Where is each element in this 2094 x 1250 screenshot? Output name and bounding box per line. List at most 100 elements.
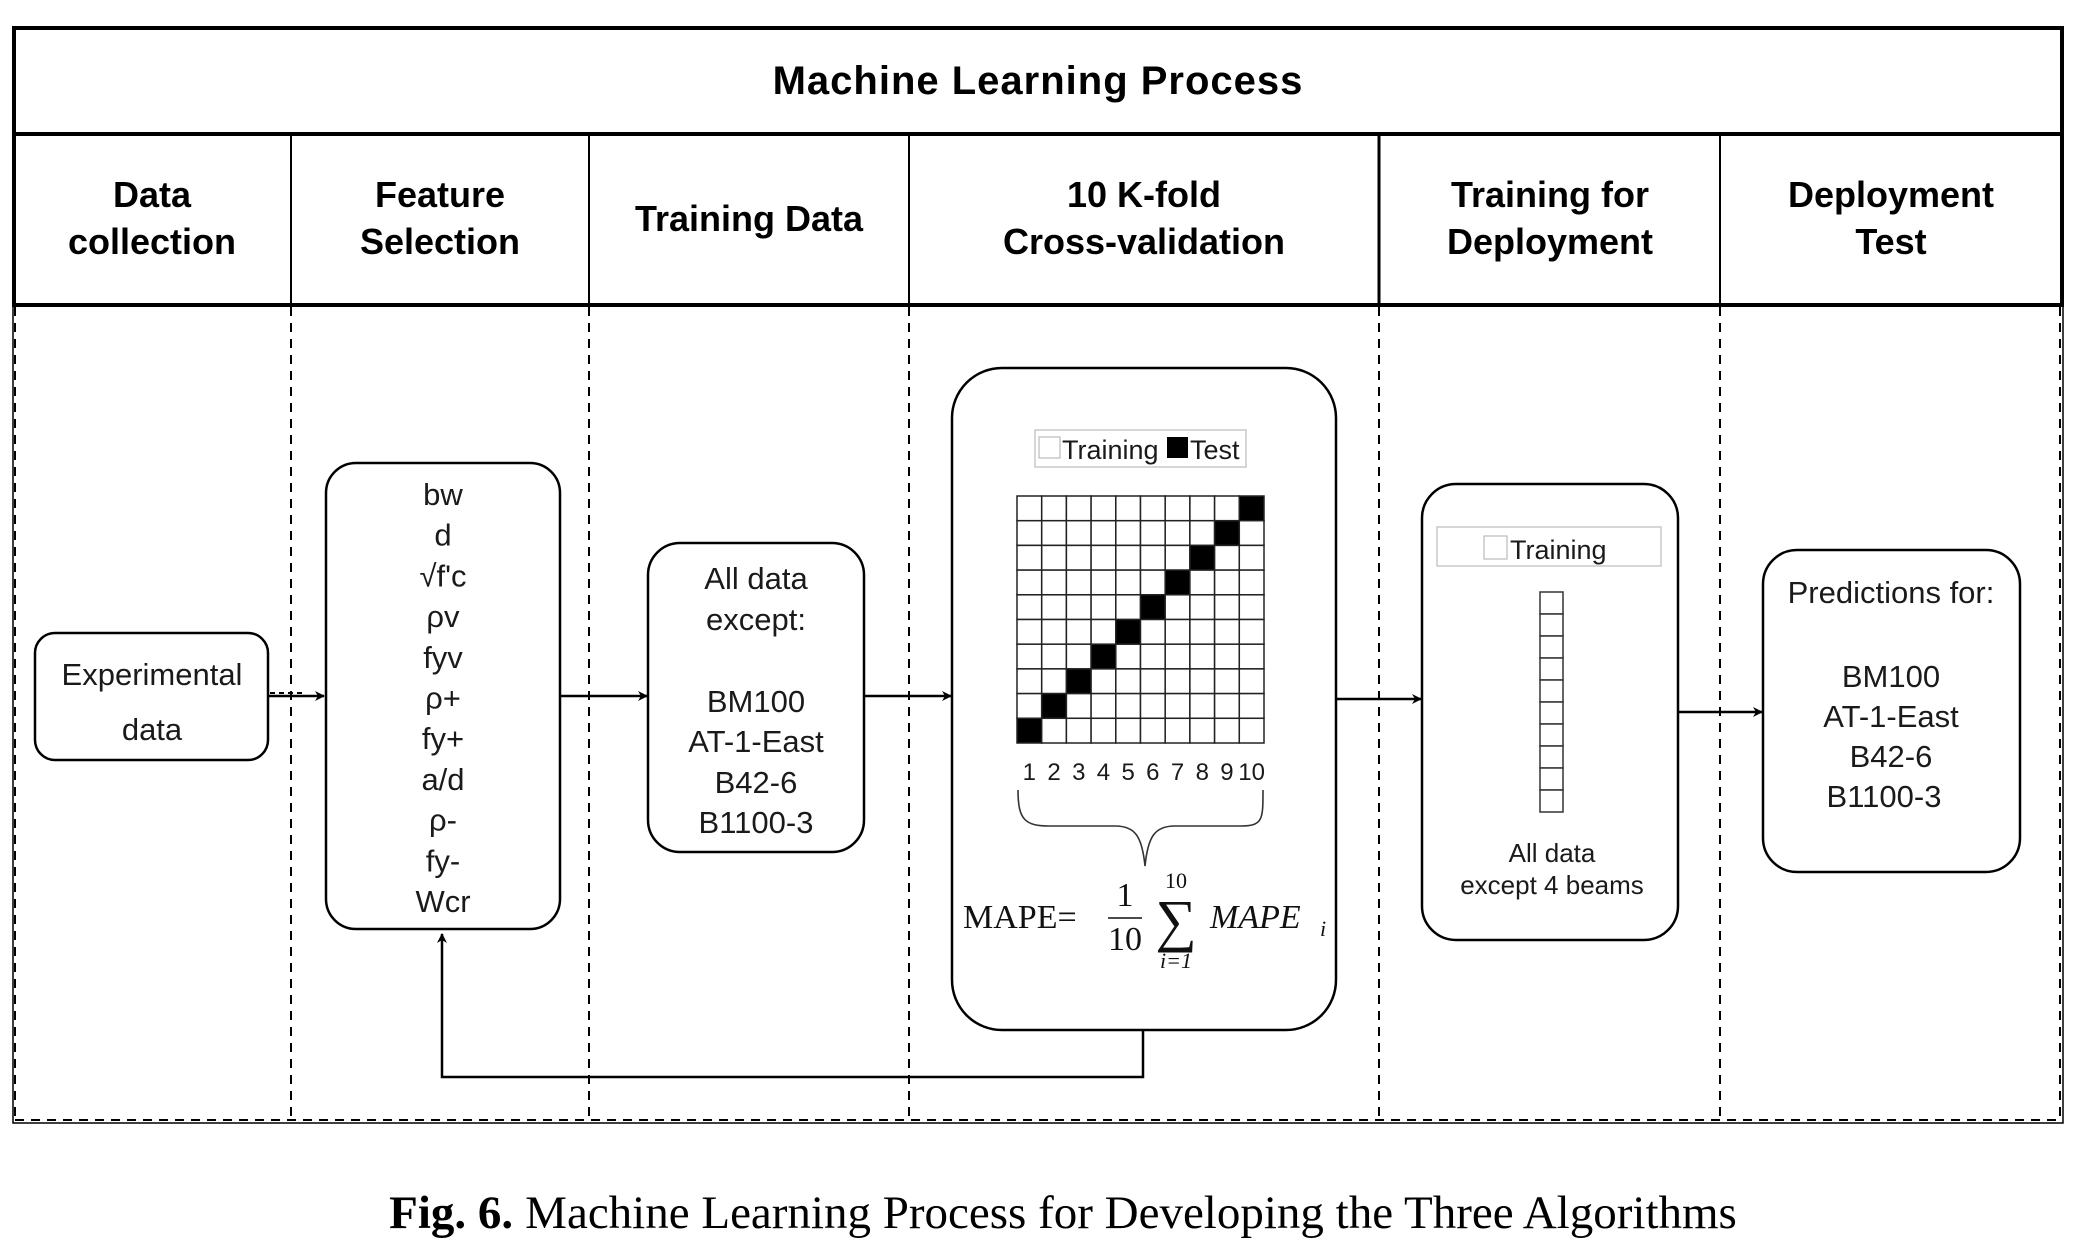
training-cell: [1016, 668, 1043, 695]
training-cell: [1189, 569, 1216, 596]
header-line: Training for: [1451, 174, 1649, 215]
feature-item: ρ-: [429, 803, 457, 838]
header-column-dividers: [290, 134, 1721, 305]
training-cell: [1016, 692, 1043, 720]
predictions-box: Predictions for: BM100 AT-1-East B42-6 B…: [1761, 548, 2022, 874]
feedback-arrow: [437, 933, 1145, 1079]
test-cell: [1115, 618, 1142, 645]
header-line: Data: [113, 174, 192, 215]
training-cell: [1539, 789, 1564, 813]
sigma-icon: ∑: [1155, 888, 1196, 953]
header-line: Training Data: [635, 198, 864, 239]
box-line: data: [122, 712, 183, 747]
training-cell: [1213, 544, 1241, 571]
formula-term: MAPE: [1209, 899, 1301, 936]
test-cell: [1164, 569, 1191, 596]
header-line: Deployment: [1447, 221, 1653, 262]
experimental-data-box: Experimental data: [33, 631, 270, 762]
training-cell: [1139, 544, 1166, 571]
cv-legend: Training Test: [1034, 429, 1247, 468]
training-cell: [1539, 635, 1564, 659]
training-swatch-icon: [1483, 535, 1508, 560]
legend-training-label: Training: [1062, 435, 1159, 465]
excluded-beam: B1100-3: [699, 805, 814, 840]
training-cell: [1164, 618, 1191, 645]
training-cell: [1139, 643, 1166, 670]
feature-item: fy+: [422, 721, 464, 756]
feature-item: Wcr: [415, 884, 470, 919]
training-cell: [1115, 594, 1142, 621]
header-line: 10 K-fold: [1067, 174, 1221, 215]
training-cell: [1539, 613, 1564, 637]
figure-caption: Fig. 6.Machine Learning Process for Deve…: [389, 1187, 1737, 1239]
training-cell: [1238, 594, 1265, 621]
training-data-box: All data except: BM100 AT-1-East B42-6 B…: [646, 541, 866, 854]
box-line: Experimental: [62, 657, 243, 692]
training-cell: [1139, 618, 1166, 645]
training-cell: [1539, 745, 1564, 769]
box-heading-line: All data: [704, 561, 808, 596]
training-cell: [1539, 767, 1564, 791]
training-cell: [1213, 668, 1241, 695]
training-cell: [1065, 618, 1092, 645]
feature-item: √f'c: [419, 558, 466, 593]
formula-denominator: 10: [1108, 921, 1142, 958]
training-cell: [1040, 569, 1068, 596]
training-cell: [1065, 569, 1092, 596]
training-cell: [1065, 717, 1092, 744]
legend-test-label: Test: [1190, 435, 1240, 465]
test-cell: [1016, 717, 1043, 744]
column-header-training-data: Training Data: [635, 198, 864, 239]
training-cell: [1213, 569, 1241, 596]
column-header-training-for-deployment: Training for Deployment: [1447, 174, 1653, 262]
column-header-cross-validation: 10 K-fold Cross-validation: [1003, 174, 1285, 262]
training-swatch-icon: [1038, 436, 1061, 459]
training-cell: [1016, 643, 1043, 670]
training-cell: [1139, 569, 1166, 596]
training-cell: [1090, 495, 1117, 522]
training-cell: [1040, 544, 1068, 571]
training-cell: [1189, 692, 1216, 720]
deployment-training-box: Training All data except 4 beams: [1420, 482, 1680, 942]
caption-text: Machine Learning Process for Developing …: [525, 1187, 1737, 1239]
training-cell: [1238, 643, 1265, 670]
feature-item: fy-: [426, 843, 460, 878]
prediction-item: AT-1-East: [1823, 699, 1959, 734]
prediction-item: B42-6: [1850, 739, 1933, 774]
training-cell: [1090, 618, 1117, 645]
training-cell: [1040, 519, 1068, 547]
training-cell: [1016, 519, 1043, 547]
header-frame: [12, 26, 2064, 307]
feature-item: fyv: [423, 640, 463, 675]
training-cell: [1213, 618, 1241, 645]
training-cell: [1090, 668, 1117, 695]
training-cell: [1238, 519, 1265, 547]
training-cell: [1238, 569, 1265, 596]
feature-item: ρv: [426, 599, 460, 634]
sum-lower-limit: i=1: [1160, 948, 1192, 973]
training-cells-column: [1539, 591, 1564, 813]
excluded-beam: B42-6: [715, 765, 798, 800]
training-cell: [1016, 618, 1043, 645]
training-cell: [1090, 692, 1117, 720]
fold-label: 5: [1121, 759, 1134, 786]
training-cell: [1115, 643, 1142, 670]
training-cell: [1164, 544, 1191, 571]
training-cell: [1115, 544, 1142, 571]
training-cell: [1065, 692, 1092, 720]
training-cell: [1238, 618, 1265, 645]
prediction-item: BM100: [1842, 659, 1940, 694]
formula-lhs: MAPE=: [963, 899, 1077, 936]
fold-label: 8: [1196, 759, 1209, 786]
feature-item: bw: [423, 477, 463, 512]
caption-label: Fig. 6.: [389, 1187, 513, 1239]
feature-item: ρ+: [425, 681, 461, 716]
legend-training-label: Training: [1510, 535, 1607, 565]
test-cell: [1238, 495, 1265, 522]
training-cell: [1139, 717, 1166, 744]
fold-label: 2: [1047, 759, 1060, 786]
training-cell: [1090, 544, 1117, 571]
